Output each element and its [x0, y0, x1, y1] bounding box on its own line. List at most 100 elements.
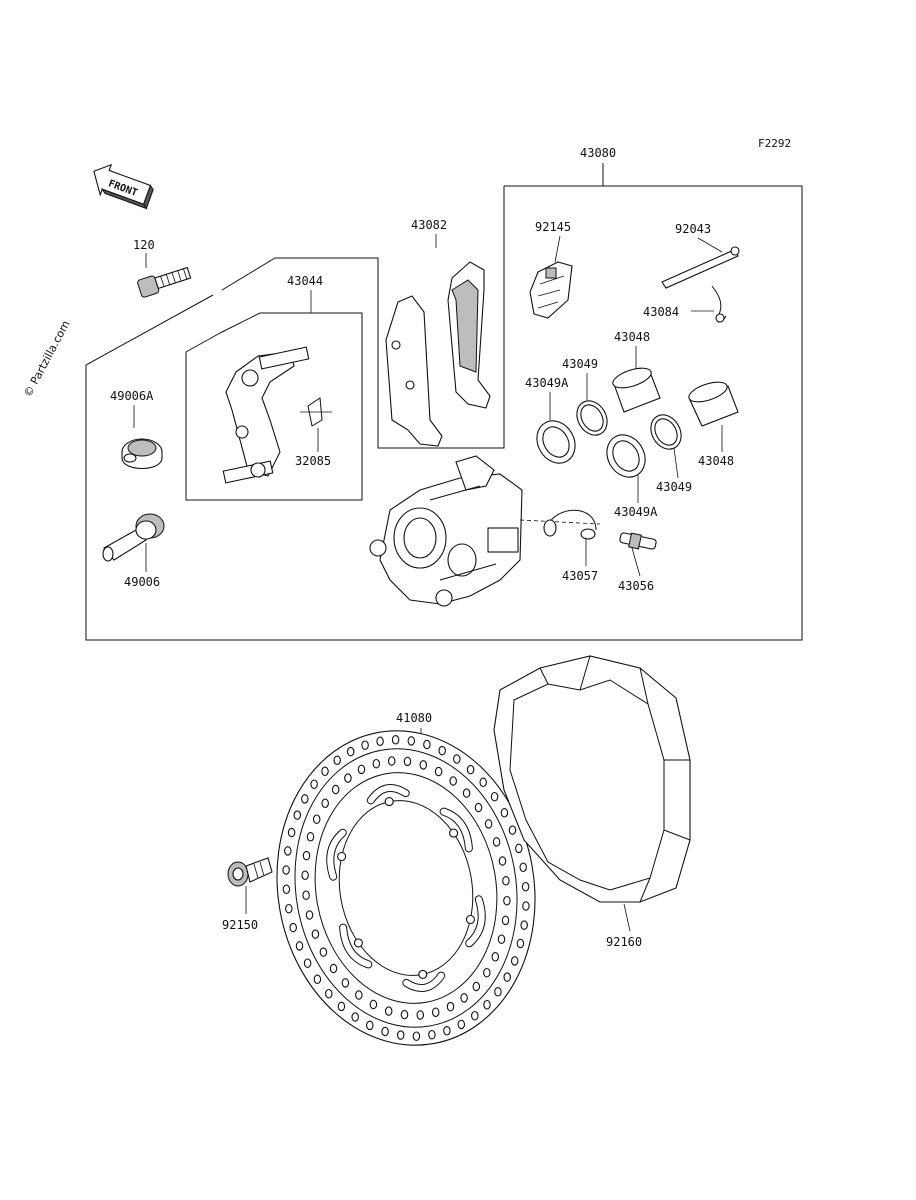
disc-slot	[403, 972, 445, 992]
disc-hole	[396, 1030, 405, 1040]
label-43056: 43056	[618, 579, 654, 593]
pad-set-box	[221, 186, 505, 449]
disc-slot	[340, 924, 372, 968]
label-32085: 32085	[295, 454, 331, 468]
seal-43049-top-icon	[576, 400, 608, 436]
label-92145: 92145	[535, 220, 571, 234]
label-92043: 92043	[675, 222, 711, 236]
disc-hole	[466, 764, 475, 775]
disc-hole	[384, 1006, 393, 1016]
disc-bolt-92150-icon	[227, 857, 273, 887]
disc-hole	[310, 779, 318, 789]
disc-hole	[479, 777, 487, 788]
label-43048-bottom: 43048	[698, 454, 734, 468]
disc-hole	[497, 934, 506, 944]
disc-hole	[333, 755, 341, 766]
disc-hole	[471, 1010, 479, 1021]
disc-hole	[361, 740, 369, 750]
disc-hole	[311, 929, 320, 939]
disc-hole	[344, 773, 352, 783]
disc-hole	[472, 981, 481, 992]
disc-hole	[503, 972, 511, 982]
disc-hole	[484, 819, 493, 829]
disc-hole	[407, 736, 416, 746]
disc-hole	[519, 862, 527, 873]
disc-mount-hole	[353, 938, 363, 948]
disc-hole	[460, 993, 468, 1003]
figure-code: F2292	[758, 137, 791, 150]
disc-hole	[302, 890, 310, 900]
disc-hole	[302, 850, 311, 861]
disc-hole	[510, 956, 519, 966]
label-92160: 92160	[606, 935, 642, 949]
disc-hole	[387, 756, 396, 766]
disc-hole	[483, 967, 491, 978]
label-41080: 41080	[396, 711, 432, 725]
disc-mount-hole	[449, 828, 459, 838]
disc-hole	[282, 884, 291, 895]
disc-hole	[431, 1007, 440, 1018]
disc-hole	[453, 754, 461, 764]
disc-hole	[301, 870, 309, 881]
disc-hole	[329, 963, 338, 974]
disc-hole	[355, 990, 363, 1000]
disc-hole	[403, 756, 412, 767]
disc-hole	[366, 1020, 374, 1031]
disc-hole	[428, 1029, 436, 1040]
disc-hole	[381, 1026, 389, 1037]
label-120: 120	[133, 238, 155, 252]
disc-hole	[321, 798, 329, 809]
seal-43049-bottom-icon	[650, 414, 682, 450]
disc-hole	[312, 814, 321, 824]
label-43057: 43057	[562, 569, 598, 583]
disc-hole	[341, 978, 350, 988]
spring-92145-icon	[529, 261, 573, 319]
disc-hole	[289, 922, 297, 933]
caliper-dash-line	[519, 519, 601, 525]
disc-mount-hole	[384, 797, 394, 807]
bracket-box	[185, 312, 363, 501]
disc-hole	[494, 987, 502, 997]
disc-hole	[498, 856, 507, 866]
label-43082: 43082	[411, 218, 447, 232]
disc-hole	[438, 745, 446, 756]
disc-hole	[474, 802, 483, 813]
disc-hole	[446, 1001, 455, 1012]
label-49006: 49006	[124, 575, 160, 589]
bleeder-cap-43057-icon	[543, 509, 597, 540]
leader-lines	[133, 234, 723, 932]
disc-hole	[434, 766, 443, 777]
disc-hole	[319, 947, 328, 957]
disc-slots	[326, 784, 486, 992]
disc-hole	[490, 791, 499, 802]
caliper-bracket-icon	[222, 346, 310, 484]
label-43044: 43044	[287, 274, 323, 288]
disc-slot	[327, 829, 346, 880]
disc-hole	[419, 760, 428, 770]
disc-hole	[313, 974, 322, 985]
disc-hole	[293, 810, 302, 820]
label-49006A: 49006A	[110, 389, 154, 403]
cover-92160-icon	[493, 655, 691, 903]
disc-mount-hole	[337, 851, 347, 862]
bleeder-valve-43056-icon	[619, 532, 657, 550]
disc-hole	[282, 865, 290, 875]
disc-hole	[520, 920, 528, 930]
piston-43048-top-icon	[612, 367, 661, 413]
disc-hole	[400, 1009, 409, 1020]
label-92150: 92150	[222, 918, 258, 932]
disc-hole	[457, 1019, 466, 1030]
disc-hole	[483, 999, 491, 1010]
brake-disc-41080-icon	[276, 730, 536, 1046]
disc-hole	[301, 794, 309, 804]
disc-hole	[416, 1010, 425, 1020]
disc-hole	[295, 941, 304, 951]
disc-hole	[522, 901, 530, 911]
disc-hole	[492, 837, 501, 847]
disc-hole	[462, 788, 471, 798]
disc-mount-hole	[465, 914, 475, 925]
disc-hole	[376, 736, 384, 747]
disc-holes	[282, 735, 530, 1041]
disc-slot	[367, 784, 409, 804]
